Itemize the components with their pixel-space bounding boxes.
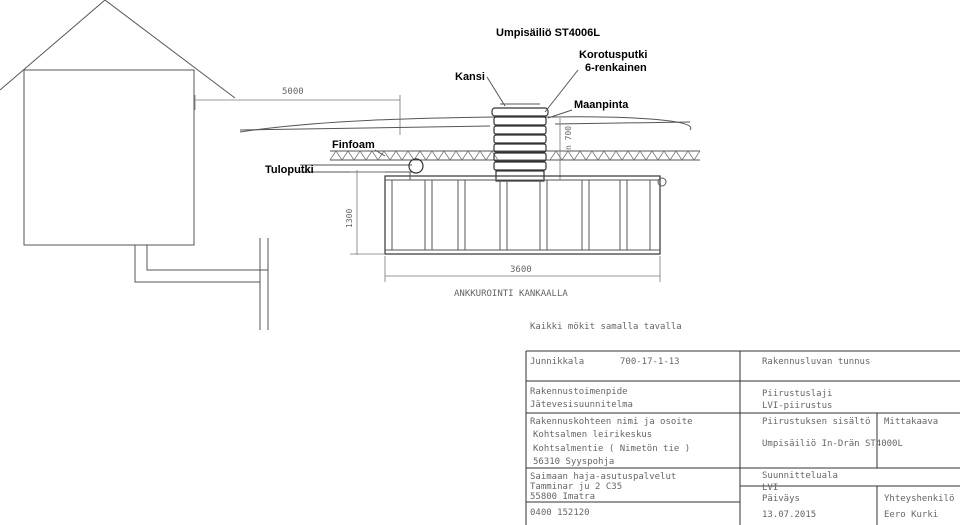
- tb-client-label: Rakennustoimenpide: [530, 387, 628, 397]
- riser-ring-4: [493, 134, 547, 144]
- leader-finfoam: [374, 149, 386, 157]
- finfoam-label: Finfoam: [332, 139, 375, 151]
- ground-line-right: [554, 121, 691, 125]
- riser-ring-7: [493, 161, 547, 171]
- leader-korotusputki: [544, 69, 579, 113]
- tb-contact-value: Eero Kurki: [884, 510, 938, 520]
- kansi-label: Kansi: [455, 71, 485, 83]
- tb-client-value: Jätevesisuunnitelma: [530, 400, 633, 410]
- tank-outline: [384, 175, 661, 255]
- house: [0, 0, 269, 330]
- tb-date-value: 13.07.2015: [762, 510, 816, 520]
- tuloputki-label: Tuloputki: [265, 164, 314, 176]
- dimension-3600: 3600: [384, 256, 661, 282]
- tb-designer-phone: 0400 152120: [530, 508, 590, 518]
- dim-3600-text: 3600: [510, 265, 532, 275]
- riser-ring-6: [493, 152, 547, 162]
- title-block: Junnikkala 700-17-1-13 Rakennusluvan tun…: [525, 350, 960, 525]
- tb-designer-name: Saimaan haja-asutuspalvelut: [530, 472, 676, 482]
- tb-municipality: Junnikkala: [530, 357, 584, 367]
- inlet-elbow: [408, 158, 424, 174]
- dimension-5000: 5000: [194, 87, 401, 135]
- ground-surface: [239, 116, 692, 133]
- tb-site-name: Kohtsalmen leirikeskus: [533, 430, 652, 440]
- drain-pipe-1: [134, 245, 261, 330]
- inlet-pipe: [300, 158, 424, 180]
- tb-drawing-type-label: Piirustuslaji: [762, 389, 832, 399]
- tb-scale-label: Mittakaava: [884, 417, 938, 427]
- tb-permit-label: Rakennusluvan tunnus: [762, 357, 870, 367]
- korotusputki-rings-label: 6-renkainen: [585, 62, 647, 74]
- riser-ring-2: [493, 116, 547, 126]
- title-label: Umpisäiliö ST4006L: [496, 27, 600, 39]
- korotusputki-label: Korotusputki: [579, 49, 647, 61]
- ground-line-left: [239, 125, 491, 131]
- tb-designer-street: Tamminar ju 2 C35: [530, 482, 622, 492]
- ground-line: [239, 116, 692, 133]
- all-cabins-note: Kaikki mökit samalla tavalla: [530, 322, 682, 332]
- tb-contents-label: Piirustuksen sisältö: [762, 417, 870, 427]
- tank-body: [384, 175, 667, 255]
- leader-maanpinta: [547, 109, 573, 119]
- tb-designer-city: 55800 Imatra: [530, 492, 595, 502]
- riser-ring-3: [493, 125, 547, 135]
- dim-700-text: n 700: [564, 126, 573, 150]
- dim-1300-text: 1300: [345, 209, 354, 228]
- dim-5000-text: 5000: [282, 87, 304, 97]
- riser-ring-1: [491, 107, 549, 117]
- tb-field-value: LVI: [762, 483, 778, 493]
- tb-site-road: Kohtsalmentie ( Nimetön tie ): [533, 444, 690, 454]
- tb-site-postal: 56310 Syyspohja: [533, 457, 614, 467]
- dimension-1300: 1300: [345, 170, 385, 255]
- riser-pipe: [491, 103, 549, 182]
- riser-ring-5: [493, 143, 547, 153]
- leaders: [374, 69, 579, 157]
- tb-date-label: Päiväys: [762, 494, 800, 504]
- tb-drawing-type-value: LVI-piirustus: [762, 401, 832, 411]
- dimension-700: n 700: [559, 118, 573, 180]
- finfoam-hatch-right: [549, 150, 701, 161]
- finfoam-insulation: [329, 150, 701, 161]
- roof-left: [0, 0, 106, 91]
- tb-property-id: 700-17-1-13: [620, 357, 680, 367]
- roof-right: [104, 0, 236, 99]
- tb-contact-label: Yhteyshenkilö: [884, 494, 954, 504]
- tank-vent: [657, 177, 667, 187]
- house-wall: [23, 69, 195, 246]
- leader-kansi: [486, 76, 506, 107]
- drain-pipe-2: [146, 245, 269, 330]
- anchoring-note: ANKKUROINTI KANKAALLA: [454, 289, 568, 299]
- maanpinta-label: Maanpinta: [574, 99, 629, 111]
- finfoam-hatch-left: [329, 150, 499, 161]
- tb-contents-value: Umpisäiliö In-Drän ST4000L: [762, 439, 903, 449]
- tb-site-label: Rakennuskohteen nimi ja osoite: [530, 417, 693, 427]
- tb-field-label: Suunnitteluala: [762, 471, 838, 481]
